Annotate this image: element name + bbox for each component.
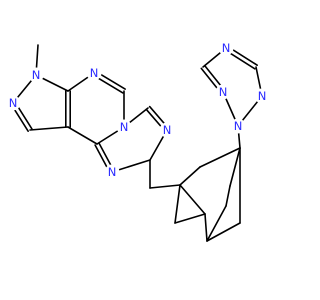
single-bond — [206, 222, 241, 242]
nitrogen-atom-label: N — [9, 96, 18, 110]
nitrogen-atom-label: N — [108, 165, 117, 179]
single-bond — [149, 184, 181, 189]
single-bond — [199, 147, 241, 168]
atom-label-background — [159, 122, 175, 138]
single-bond — [179, 184, 206, 215]
atom-label-background — [28, 67, 44, 83]
nitrogen-atom-label: N — [258, 89, 267, 103]
nitrogen-atom-label: N — [120, 120, 129, 134]
single-bond — [174, 184, 181, 224]
atom-label-background — [218, 40, 234, 56]
atom-label-background — [116, 119, 132, 135]
atom-label-background — [104, 164, 120, 180]
single-bond — [29, 126, 69, 131]
nitrogen-atom-label: N — [219, 85, 228, 99]
single-bond — [204, 213, 208, 242]
single-bond — [179, 166, 201, 186]
nitrogen-atom-label: N — [163, 123, 172, 137]
atom-label-background — [254, 88, 270, 104]
single-bond — [206, 205, 227, 242]
atom-label-background — [230, 118, 246, 134]
single-bond — [229, 147, 241, 187]
nitrogen-atom-label: N — [32, 68, 41, 82]
bond-layer — [10, 44, 263, 242]
nitrogen-atom-label: N — [90, 66, 99, 80]
single-bond — [225, 185, 231, 207]
atom-label-background — [86, 65, 102, 81]
atom-label-background — [5, 95, 21, 111]
nitrogen-atom-label: N — [222, 41, 231, 55]
single-bond — [67, 126, 98, 145]
atom-label-background — [215, 84, 231, 100]
single-bond — [174, 213, 206, 224]
nitrogen-atom-label: N — [234, 119, 243, 133]
